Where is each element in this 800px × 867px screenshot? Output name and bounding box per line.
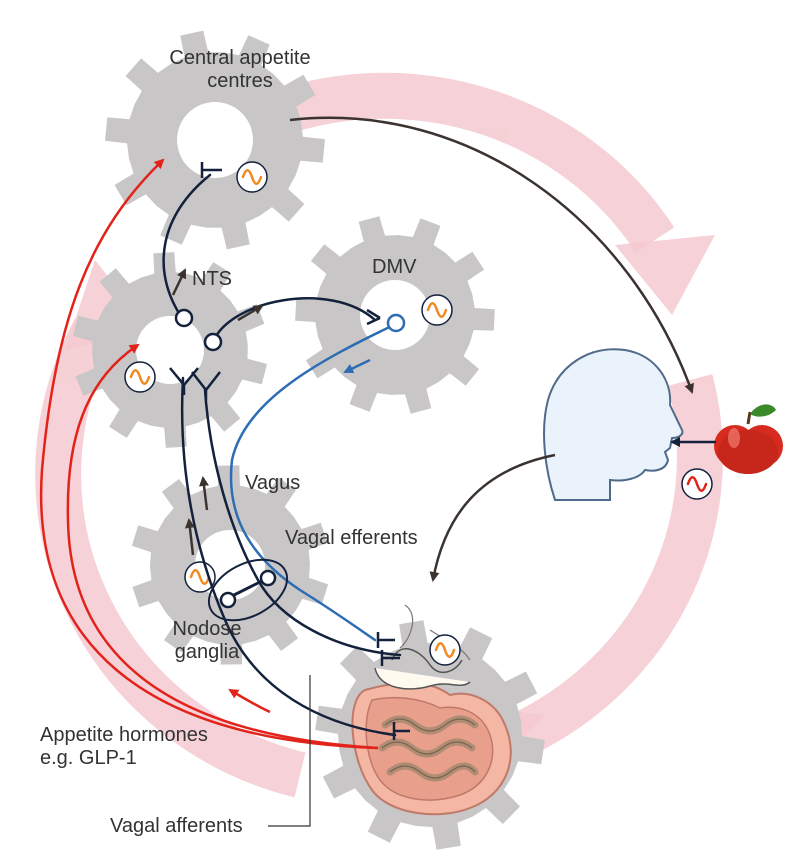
vagal-afferent-2 xyxy=(203,388,402,657)
synapse-terminals xyxy=(169,162,410,740)
human-head-illustration xyxy=(543,348,684,501)
brain-to-head-arrow xyxy=(289,116,694,394)
central-appetite-label-line1: Central appetite xyxy=(169,47,311,69)
central-appetite-label-line2: centres xyxy=(207,70,273,92)
hormone-arrow-short xyxy=(228,688,271,714)
nts-neuron-soma xyxy=(174,308,194,328)
oscillation-icon-nodose xyxy=(184,561,216,593)
appetite-hormones-label: Appetite hormones e.g. GLP-1 xyxy=(40,724,208,770)
gear-central-appetite xyxy=(105,30,325,250)
nodose-ganglia-label-line2: ganglia xyxy=(174,641,240,663)
nodose-ganglia-label-line1: Nodose xyxy=(172,618,242,640)
signal-arrows xyxy=(289,116,716,582)
nts-to-dmv-nerve xyxy=(211,297,377,344)
nodose-ganglia-label: Nodose ganglia xyxy=(152,618,262,664)
intestine-illustration xyxy=(351,604,512,816)
nodose-ganglia-cluster xyxy=(207,558,289,622)
nts-label: NTS xyxy=(192,268,232,290)
vagal-efferents-label: Vagal efferents xyxy=(285,527,418,549)
hormone-arrow-to-nts xyxy=(66,343,379,750)
nts-interneuron-soma xyxy=(203,332,223,352)
vagal-afferents-label: Vagal afferents xyxy=(110,815,243,837)
vagal-afferents-leader-line xyxy=(268,675,311,827)
vagus-label: Vagus xyxy=(245,472,301,494)
central-appetite-label: Central appetite centres xyxy=(145,47,335,93)
oscillation-icon-dmv xyxy=(421,294,453,326)
gear-nts xyxy=(73,252,267,448)
cycle-arrowhead-right-icon xyxy=(615,235,715,315)
vagal-efferent-nerve xyxy=(229,321,400,642)
oscillation-icon-central xyxy=(236,161,268,193)
oscillation-icon-gut xyxy=(429,634,461,666)
head-to-gut-arrow xyxy=(429,453,556,582)
dmv-neuron-soma xyxy=(386,313,406,333)
appetite-hormones-label-line2: e.g. GLP-1 xyxy=(40,747,137,769)
dmv-label: DMV xyxy=(372,256,417,278)
apple-icon xyxy=(714,404,783,474)
hormone-arrows xyxy=(39,158,379,750)
oscillation-icon-nts xyxy=(124,361,156,393)
oscillation-badges xyxy=(124,161,713,666)
nts-to-central-nerve xyxy=(162,173,212,320)
oscillation-icon-head xyxy=(681,468,713,500)
hormone-arrow-to-central xyxy=(39,158,379,750)
appetite-hormones-label-line1: Appetite hormones xyxy=(40,724,208,746)
